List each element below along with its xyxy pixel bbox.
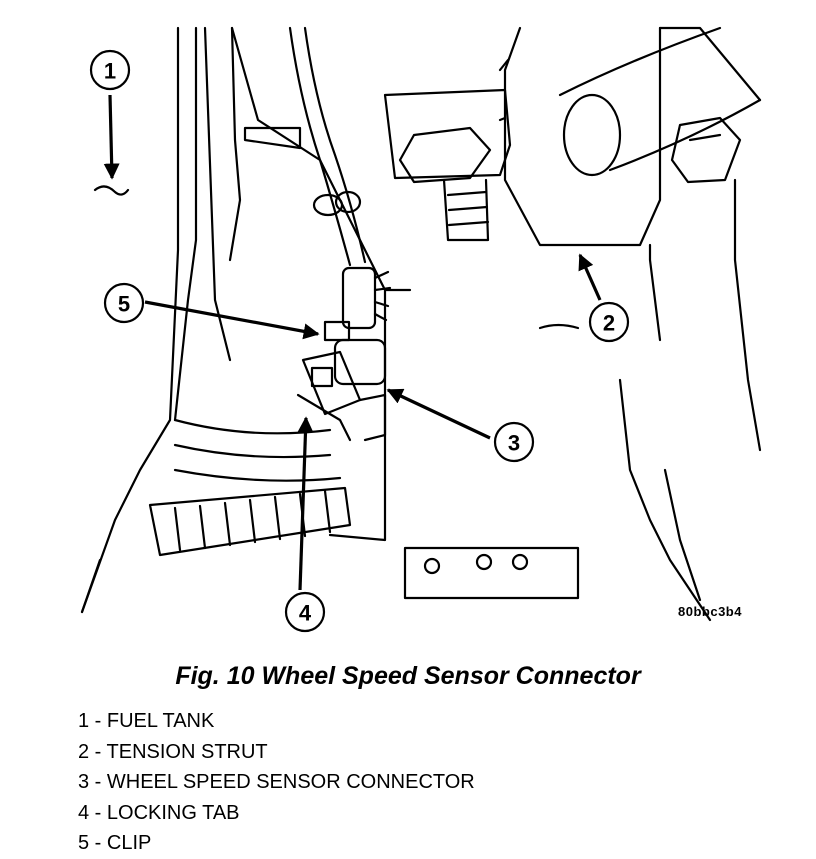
callout-circle-2 — [588, 301, 630, 343]
callout-number-4: 4 — [299, 601, 312, 626]
figure-caption: Fig. 10 Wheel Speed Sensor Connector — [175, 662, 641, 690]
body-panel — [173, 26, 412, 542]
leader-arrow-1 — [103, 94, 120, 180]
leader-arrow-4 — [297, 416, 314, 591]
callout-number-5: 5 — [118, 292, 130, 317]
callout-circle-4 — [284, 591, 326, 633]
callout-number-1: 1 — [104, 59, 116, 84]
legend-item: 2 - TENSION STRUT — [78, 740, 268, 763]
callout-number-2: 2 — [603, 311, 615, 336]
figure-id-label: 80bbc3b4 — [678, 604, 742, 619]
callout-circle-3 — [493, 421, 535, 463]
sensor-connector-body — [296, 266, 392, 442]
illustration: 1 2 3 4 5 — [80, 26, 762, 633]
leader-arrow-3 — [386, 388, 491, 440]
wire-harness — [288, 26, 367, 267]
fuel-tank-outline — [80, 26, 232, 614]
tension-strut-body — [498, 26, 762, 247]
corrugated-loom — [148, 486, 352, 557]
legend-item: 3 - WHEEL SPEED SENSOR CONNECTOR — [78, 771, 475, 793]
callout-number-3: 3 — [508, 431, 520, 456]
right-side-parts — [538, 116, 762, 622]
legend-item: 4 - LOCKING TAB — [78, 801, 240, 824]
legend-list: 1 - FUEL TANK 2 - TENSION STRUT 3 - WHEE… — [78, 706, 475, 859]
legend-item: 5 - CLIP — [78, 832, 152, 854]
lower-bracket — [403, 546, 580, 600]
callout-circle-5 — [103, 282, 145, 324]
mounting-bolt — [383, 88, 512, 242]
callout-circle-1 — [89, 49, 131, 91]
legend-item: 1 - FUEL TANK — [78, 710, 215, 732]
leader-arrow-5 — [144, 300, 320, 340]
leader-arrow-2 — [578, 253, 602, 301]
